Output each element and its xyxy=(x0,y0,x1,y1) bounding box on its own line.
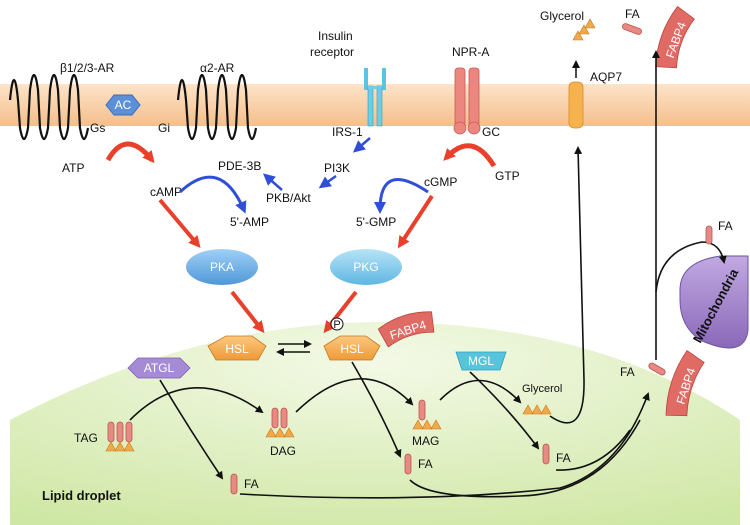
npr-a-receptor xyxy=(453,67,481,135)
fa-out-label: FA xyxy=(625,7,640,21)
fa-mito-molecule xyxy=(705,225,713,245)
pka-label: PKA xyxy=(210,260,234,274)
fa-export-path-1 xyxy=(239,392,650,499)
atgl-enzyme xyxy=(127,357,191,379)
atgl-label: ATGL xyxy=(144,361,175,375)
beta-ar-receptor xyxy=(8,73,90,141)
lipid-droplet-shape xyxy=(10,321,740,525)
ac-enzyme xyxy=(105,94,141,116)
mgl-label: MGL xyxy=(468,354,494,368)
tag-to-dag-arrow xyxy=(129,387,264,421)
atgl-to-fa-arrow xyxy=(159,379,224,480)
phospho-marker xyxy=(330,317,344,331)
fa-molecule-1 xyxy=(230,473,238,495)
camp-label: cAMP xyxy=(150,185,182,199)
fa-label-3: FA xyxy=(556,451,571,465)
lipid-droplet-label: Lipid droplet xyxy=(42,488,121,503)
fa-right-label: FA xyxy=(620,365,635,379)
hsl-to-fa-arrow xyxy=(351,361,402,458)
fa-molecule-3 xyxy=(542,443,550,465)
tag-label: TAG xyxy=(74,431,98,445)
hsl-inactive xyxy=(207,335,267,361)
alpha-ar-receptor xyxy=(176,73,258,141)
hsl-label: HSL xyxy=(225,342,249,356)
fa-to-mito-arrow xyxy=(655,241,727,293)
pde-label: PDE-3B xyxy=(218,159,261,173)
mgl-enzyme xyxy=(455,351,507,371)
fa-right-molecule xyxy=(648,362,666,376)
cgmp-to-gmp-arrow xyxy=(374,178,429,214)
dag-to-mag-arrow xyxy=(295,378,414,413)
irs-label: IRS-1 xyxy=(332,125,363,139)
insulin-receptor xyxy=(364,68,386,127)
pkb-to-pde-arrow xyxy=(262,173,283,191)
pka-kinase xyxy=(186,249,258,285)
fa-export-path-3 xyxy=(555,429,631,471)
five-amp-label: 5'-AMP xyxy=(230,215,269,229)
dag-label: DAG xyxy=(270,444,296,458)
gc-label: GC xyxy=(482,125,500,139)
gs-label: Gs xyxy=(90,121,105,135)
camp-to-pka-arrow xyxy=(158,198,201,249)
beta-ar-label: β1/2/3-AR xyxy=(60,61,115,75)
aqp7-channel xyxy=(568,81,584,129)
fa-label-1: FA xyxy=(244,477,259,491)
glycerol-export-path xyxy=(549,146,585,424)
hsl-p-label: HSL xyxy=(340,342,364,356)
pkg-kinase xyxy=(330,249,402,285)
fa-export-path-2 xyxy=(409,419,641,498)
atp-label: ATP xyxy=(62,161,84,175)
gtp-label: GTP xyxy=(495,169,520,183)
cgmp-label: cGMP xyxy=(424,175,457,189)
phospho-label: P xyxy=(333,319,340,331)
gi-label: Gi xyxy=(158,121,170,135)
fa-mito-label: FA xyxy=(718,219,733,233)
ac-label: AC xyxy=(115,98,132,112)
mitochondria-organelle xyxy=(679,255,749,349)
fabp4-right: FABP4 xyxy=(665,350,705,417)
pkb-label: PKB/Akt xyxy=(266,191,311,205)
camp-to-amp-arrow xyxy=(178,175,247,214)
glycerol-in-label: Glycerol xyxy=(522,383,562,395)
hsl-phosphorylated xyxy=(323,335,381,361)
mgl-to-fa-arrow xyxy=(469,371,540,450)
irs-arrow xyxy=(352,137,371,153)
five-gmp-label: 5'-GMP xyxy=(356,215,396,229)
gtp-to-cgmp-arrow xyxy=(443,143,497,168)
fa-molecule-2 xyxy=(404,453,412,475)
glycerol-out-label: Glycerol xyxy=(540,9,584,23)
insulin-label-line2: receptor xyxy=(310,45,354,59)
mag-label: MAG xyxy=(412,434,439,448)
cgmp-to-pkg-arrow xyxy=(397,194,434,249)
atp-to-camp-arrow xyxy=(105,141,155,164)
tag-molecule xyxy=(105,421,135,452)
insulin-label-line1: Insulin xyxy=(318,29,353,43)
fa-out-molecule xyxy=(622,23,642,35)
npr-label: NPR-A xyxy=(452,45,489,59)
alpha-ar-label: α2-AR xyxy=(200,61,235,75)
aqp7-label: AQP7 xyxy=(590,70,622,84)
fabp4-top: FABP4 xyxy=(655,5,695,69)
pi3k-label: PI3K xyxy=(324,161,350,175)
fa-label-2: FA xyxy=(418,457,433,471)
pka-to-hsl-arrow xyxy=(230,290,265,334)
glycerol-in-triangles xyxy=(522,404,552,415)
pi3k-arrow xyxy=(318,174,337,189)
pkg-label: PKG xyxy=(353,260,378,274)
